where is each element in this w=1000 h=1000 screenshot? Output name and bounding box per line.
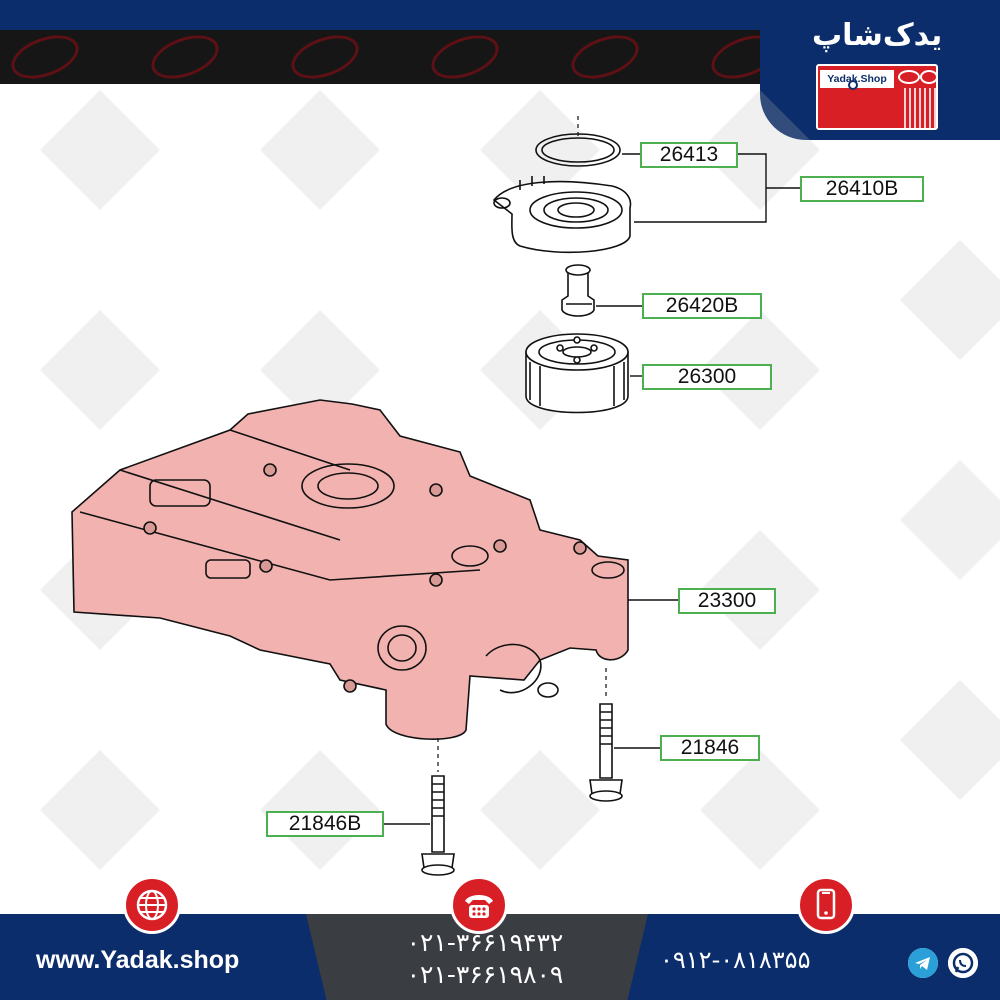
website-link[interactable]: www.Yadak.shop	[36, 946, 240, 974]
hyundai-badge-icon	[898, 70, 920, 84]
callout-23300[interactable]: 23300	[678, 588, 776, 614]
logo-stripes	[904, 88, 936, 128]
brand-logo: Yadak.Shop	[816, 64, 938, 130]
phone-number-1[interactable]: ۰۲۱-۳۶۶۱۹۴۳۲	[406, 928, 564, 957]
callout-26300[interactable]: 26300	[642, 364, 772, 390]
brand-logo-strip	[0, 30, 790, 84]
mobile-phone-icon[interactable]	[797, 876, 855, 934]
telegram-icon[interactable]	[908, 948, 938, 978]
callout-21846[interactable]: 21846	[660, 735, 760, 761]
part-21846B-bolt	[421, 775, 455, 876]
part-26420B-fitting	[561, 264, 595, 317]
kia-badge-icon	[920, 70, 936, 84]
telephone-icon[interactable]	[450, 876, 508, 934]
callout-26413[interactable]: 26413	[640, 142, 738, 168]
part-23300-oil-module	[71, 399, 629, 740]
callout-26410B[interactable]: 26410B	[800, 176, 924, 202]
callout-26420B[interactable]: 26420B	[642, 293, 762, 319]
brand-name-en: Yadak.Shop	[820, 70, 894, 88]
leader-lines	[384, 153, 800, 825]
globe-icon[interactable]	[123, 876, 181, 934]
mobile-number[interactable]: ۰۹۱۲-۰۸۱۸۳۵۵	[660, 946, 811, 974]
phone-number-2[interactable]: ۰۲۱-۳۶۶۱۹۸۰۹	[406, 960, 564, 989]
watermark-tiles	[40, 90, 1000, 870]
whatsapp-icon[interactable]	[948, 948, 978, 978]
part-21846-bolt	[589, 703, 623, 802]
callout-21846B[interactable]: 21846B	[266, 811, 384, 837]
part-26300-oil-filter	[525, 333, 629, 414]
logo-dot-icon	[848, 80, 858, 90]
part-26410B-oil-cooler	[492, 176, 632, 254]
brand-name: یدک‌شاپ	[812, 18, 943, 53]
